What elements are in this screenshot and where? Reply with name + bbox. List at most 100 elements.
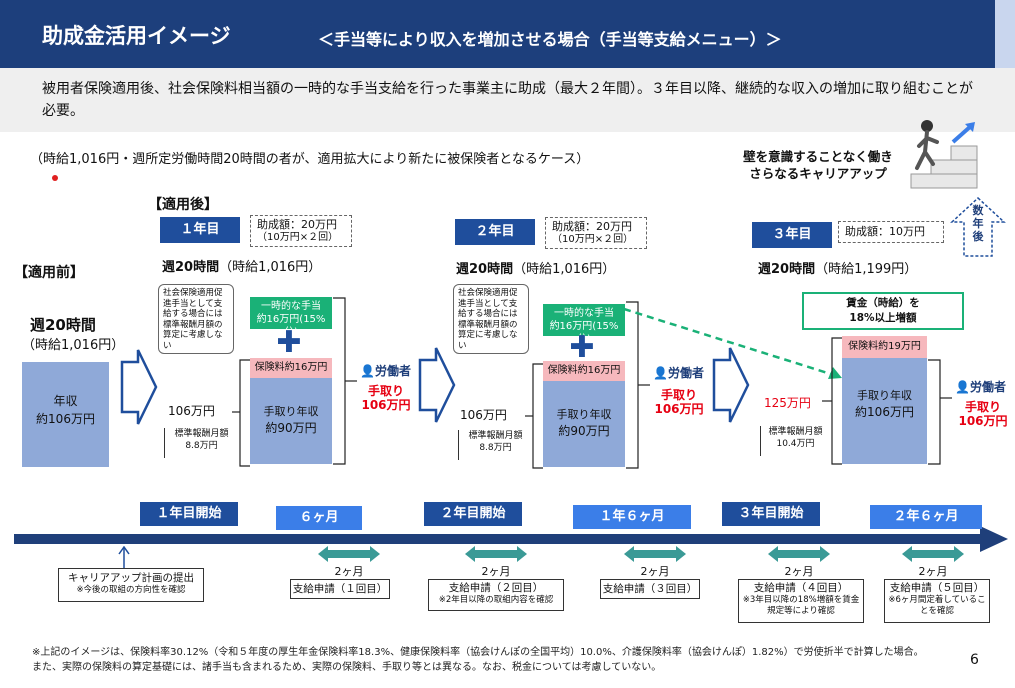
- application-title: 支給申請（２回目）: [448, 582, 544, 594]
- year1-grant: 助成額：20万円: [257, 218, 337, 231]
- year1-bracket-left: [232, 359, 250, 467]
- arrow-right-icon: [120, 349, 158, 425]
- after-label: 【適用後】: [148, 197, 218, 213]
- arrow-right-icon: [712, 347, 750, 423]
- year3-raise-box: 賃金（時給）を 18%以上増額: [802, 292, 964, 330]
- year2-takehome-box: 手取り年収 約90万円: [543, 381, 625, 467]
- worker-icon: 👤: [955, 380, 970, 394]
- application-title: 支給申請（１回目）: [292, 583, 388, 595]
- year3-raise-line2: 18%以上増額: [849, 312, 917, 324]
- page-subtitle: ＜手当等により収入を増加させる場合（手当等支給メニュー）＞: [318, 30, 782, 49]
- year2-premium: 保険料約16万円: [543, 361, 625, 381]
- application-title: 支給申請（４回目）: [753, 582, 849, 594]
- plus-icon: ✚: [569, 330, 595, 365]
- header-accent: [995, 0, 1015, 68]
- footnote-line2: また、実際の保険料の算定基礎には、諸手当も含まれるため、実際の保険料、手取り等と…: [32, 662, 662, 673]
- few-years-later: 数年後: [972, 204, 984, 243]
- career-plan-note: ※今後の取組の方向性を確認: [76, 585, 186, 595]
- career-plan-box: キャリアアップ計画の提出 ※今後の取組の方向性を確認: [58, 568, 204, 602]
- year3-worker: 👤労働者: [955, 380, 1006, 394]
- application-note: ※6ヶ月間定着していることを確認: [888, 595, 986, 616]
- two-month-arrow: [624, 546, 686, 562]
- two-month-label: 2ヶ月: [481, 565, 511, 578]
- year3-gross: 125万円: [764, 396, 811, 410]
- application-box: 支給申請（２回目） ※2年目以降の取組内容を確認: [428, 579, 564, 611]
- two-month-label: 2ヶ月: [640, 565, 670, 578]
- year2-grant-detail: （10万円×２回）: [552, 234, 634, 245]
- timeline-label: ２年６ヶ月: [870, 505, 982, 529]
- before-label: 【適用前】: [14, 265, 84, 281]
- year3-grant: 助成額：10万円: [845, 225, 925, 238]
- timeline-label: ２年目開始: [424, 502, 522, 526]
- year1-worker: 👤労働者: [360, 364, 411, 378]
- timeline-label: ３年目開始: [722, 502, 820, 526]
- case-note: （時給1,016円・週所定労働時間20時間の者が、適用拡大により新たに被保険者と…: [30, 152, 590, 167]
- year2-allowance-label: 一時的な手当: [554, 308, 614, 319]
- application-note: ※3年目以降の18%増額を賃金規定等により確認: [742, 595, 860, 616]
- year1-note-bubble: 社会保険適用促進手当として支給する場合には標準報酬月額の算定に考慮しない: [158, 284, 234, 354]
- career-message-line2: さらなるキャリアアップ: [749, 166, 887, 181]
- header-bar: [0, 0, 1015, 68]
- year1-std-label: 標準報酬月額: [174, 429, 229, 439]
- year1-allowance-value: 約16万円(15%分): [256, 314, 326, 338]
- year3-bracket-left: [822, 337, 842, 465]
- year1-takehome-label: 手取り年収: [263, 405, 319, 418]
- page-title: 助成金活用イメージ: [42, 24, 231, 48]
- year3-takehome-value: 約106万円: [855, 405, 914, 419]
- year3-raise-line1: 賃金（時給）を: [846, 297, 920, 309]
- year2-std-value: 8.8万円: [479, 443, 512, 453]
- year1-badge: １年目: [160, 217, 240, 243]
- year2-takehome-label: 手取り年収: [556, 408, 612, 421]
- plus-icon: ✚: [276, 325, 302, 360]
- year2-std-box: 標準報酬月額 8.8万円: [458, 430, 532, 460]
- red-dot: [52, 175, 58, 181]
- year3-premium: 保険料約19万円: [842, 336, 927, 358]
- application-box: 支給申請（４回目） ※3年目以降の18%増額を賃金規定等により確認: [738, 579, 864, 623]
- year2-bracket-right: [626, 301, 650, 469]
- application-title: 支給申請（５回目）: [889, 582, 985, 594]
- timeline-label: ６ヶ月: [276, 506, 362, 530]
- career-plan-title: キャリアアップ計画の提出: [68, 572, 194, 584]
- year2-worker: 👤労働者: [653, 366, 704, 380]
- year3-badge: ３年目: [752, 222, 832, 248]
- two-month-arrow: [318, 546, 380, 562]
- year3-grant-box: 助成額：10万円: [838, 221, 944, 243]
- year3-hours: 週20時間（時給1,199円）: [758, 262, 918, 277]
- year3-std-value: 10.4万円: [776, 439, 815, 449]
- stairs-climber-icon: [910, 120, 978, 189]
- two-month-arrow: [465, 546, 527, 562]
- year1-gross: 106万円: [168, 404, 215, 418]
- year1-allowance-box: 一時的な手当 約16万円(15%分): [250, 297, 332, 338]
- two-month-arrow: [768, 546, 830, 562]
- timeline-label: １年６ヶ月: [573, 505, 691, 529]
- year2-note-bubble: 社会保険適用促進手当として支給する場合には標準報酬月額の算定に考慮しない: [453, 284, 529, 354]
- year1-bracket-right: [333, 297, 357, 465]
- before-income-value: 約106万円: [36, 412, 95, 426]
- arrow-right-icon: [418, 347, 456, 423]
- worker-icon: 👤: [653, 366, 668, 380]
- year2-grant: 助成額：20万円: [552, 220, 632, 233]
- page-number: 6: [970, 652, 979, 668]
- application-box: 支給申請（１回目）: [290, 579, 390, 599]
- year2-takehome-value: 約90万円: [558, 424, 610, 438]
- footnote-line1: ※上記のイメージは、保険料率30.12%（令和５年度の厚生年金保険料率18.3%…: [32, 647, 924, 658]
- year2-hours: 週20時間（時給1,016円）: [456, 262, 616, 277]
- year1-takehome-value: 約90万円: [265, 421, 317, 435]
- year1-hours: 週20時間（時給1,016円）: [162, 260, 322, 275]
- year2-allowance-box: 一時的な手当 約16万円(15%分): [543, 304, 625, 345]
- year3-takehome-box: 手取り年収 約106万円: [842, 358, 927, 464]
- two-month-label: 2ヶ月: [334, 565, 364, 578]
- timeline-label: １年目開始: [140, 502, 238, 526]
- up-arrow-icon: [950, 196, 1006, 257]
- year3-std-label: 標準報酬月額: [768, 427, 823, 437]
- year1-grant-detail: （10万円×２回）: [257, 232, 339, 243]
- year2-grant-box: 助成額：20万円 （10万円×２回）: [545, 217, 647, 249]
- year2-allowance-value: 約16万円(15%分): [549, 321, 619, 345]
- career-message-line1: 壁を意識することなく働き: [743, 149, 893, 164]
- year2-badge: ２年目: [455, 219, 535, 245]
- year1-allowance-label: 一時的な手当: [261, 301, 321, 312]
- application-title: 支給申請（３回目）: [602, 583, 698, 595]
- year1-takehome-box: 手取り年収 約90万円: [250, 378, 332, 464]
- year1-premium: 保険料約16万円: [250, 358, 332, 378]
- year2-bracket-left: [525, 363, 543, 469]
